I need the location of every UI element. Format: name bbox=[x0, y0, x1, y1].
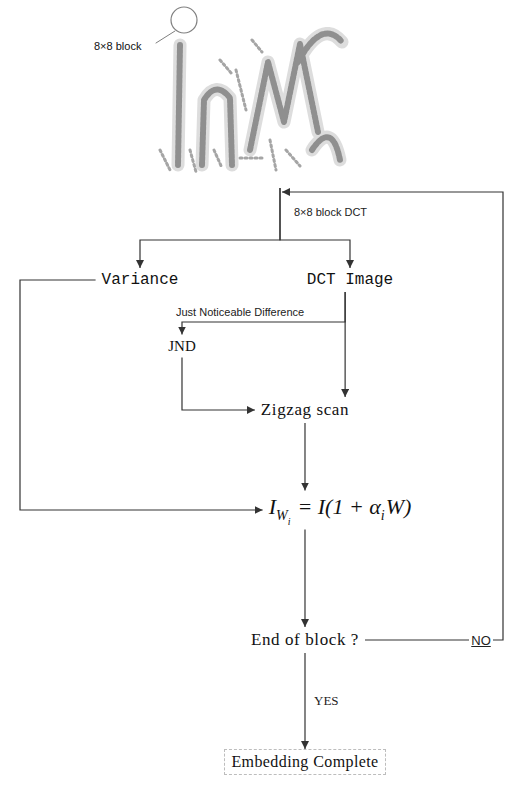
image-stroke bbox=[298, 34, 342, 62]
flow-arrow bbox=[304, 653, 305, 749]
connector-group bbox=[20, 188, 503, 749]
formula-node: IWi= I(1 + αiW) bbox=[263, 491, 418, 530]
image-stroke bbox=[312, 137, 340, 160]
process-label-node: JND bbox=[162, 335, 202, 358]
formula-part: i bbox=[381, 508, 385, 523]
flow-arrow bbox=[280, 188, 350, 268]
image-stroke bbox=[312, 137, 340, 160]
edge-label: 8×8 block DCT bbox=[292, 206, 369, 218]
flow-arrow bbox=[304, 530, 305, 628]
terminal-node: Embedding Complete bbox=[224, 749, 385, 775]
image-stroke bbox=[160, 140, 300, 172]
process-label-node: Zigzag scan bbox=[255, 397, 355, 423]
image-stroke bbox=[250, 44, 318, 150]
process-text: DCT Image bbox=[307, 271, 393, 289]
block-marker-circle bbox=[171, 7, 197, 33]
formula-part: = I(1 + α bbox=[297, 494, 380, 519]
decision-node: End of block ? bbox=[245, 627, 365, 653]
process-label-node: Variance bbox=[96, 268, 185, 292]
image-stroke bbox=[178, 45, 180, 165]
image-shading bbox=[178, 34, 342, 165]
leader-line bbox=[156, 31, 175, 43]
flow-arrow bbox=[304, 423, 305, 491]
image-stroke bbox=[220, 40, 262, 110]
image-dither bbox=[178, 34, 342, 165]
edge-label: YES bbox=[312, 693, 341, 709]
edge-label: Just Noticeable Difference bbox=[174, 306, 306, 318]
process-text: JND bbox=[168, 338, 196, 355]
edge-label: NO bbox=[469, 633, 493, 648]
formula-part: W bbox=[276, 508, 288, 523]
formula-part: I bbox=[269, 494, 276, 519]
formula-part: i bbox=[288, 516, 291, 527]
flow-arrow bbox=[140, 188, 280, 268]
block-label: 8×8 block bbox=[94, 40, 141, 52]
image-marks bbox=[160, 40, 300, 172]
flow-arrow bbox=[345, 292, 346, 397]
image-stroke bbox=[178, 45, 180, 165]
terminal-text: Embedding Complete bbox=[231, 753, 378, 771]
watermark-image bbox=[156, 7, 342, 172]
image-stroke bbox=[250, 44, 318, 150]
flow-arrow bbox=[182, 358, 255, 411]
image-node: 8×8 block bbox=[90, 0, 352, 188]
process-text: Zigzag scan bbox=[261, 400, 349, 420]
process-text: Variance bbox=[102, 271, 179, 289]
formula-part: W) bbox=[386, 494, 412, 519]
process-label-node: DCT Image bbox=[301, 268, 399, 292]
decision-text: End of block ? bbox=[251, 630, 359, 650]
